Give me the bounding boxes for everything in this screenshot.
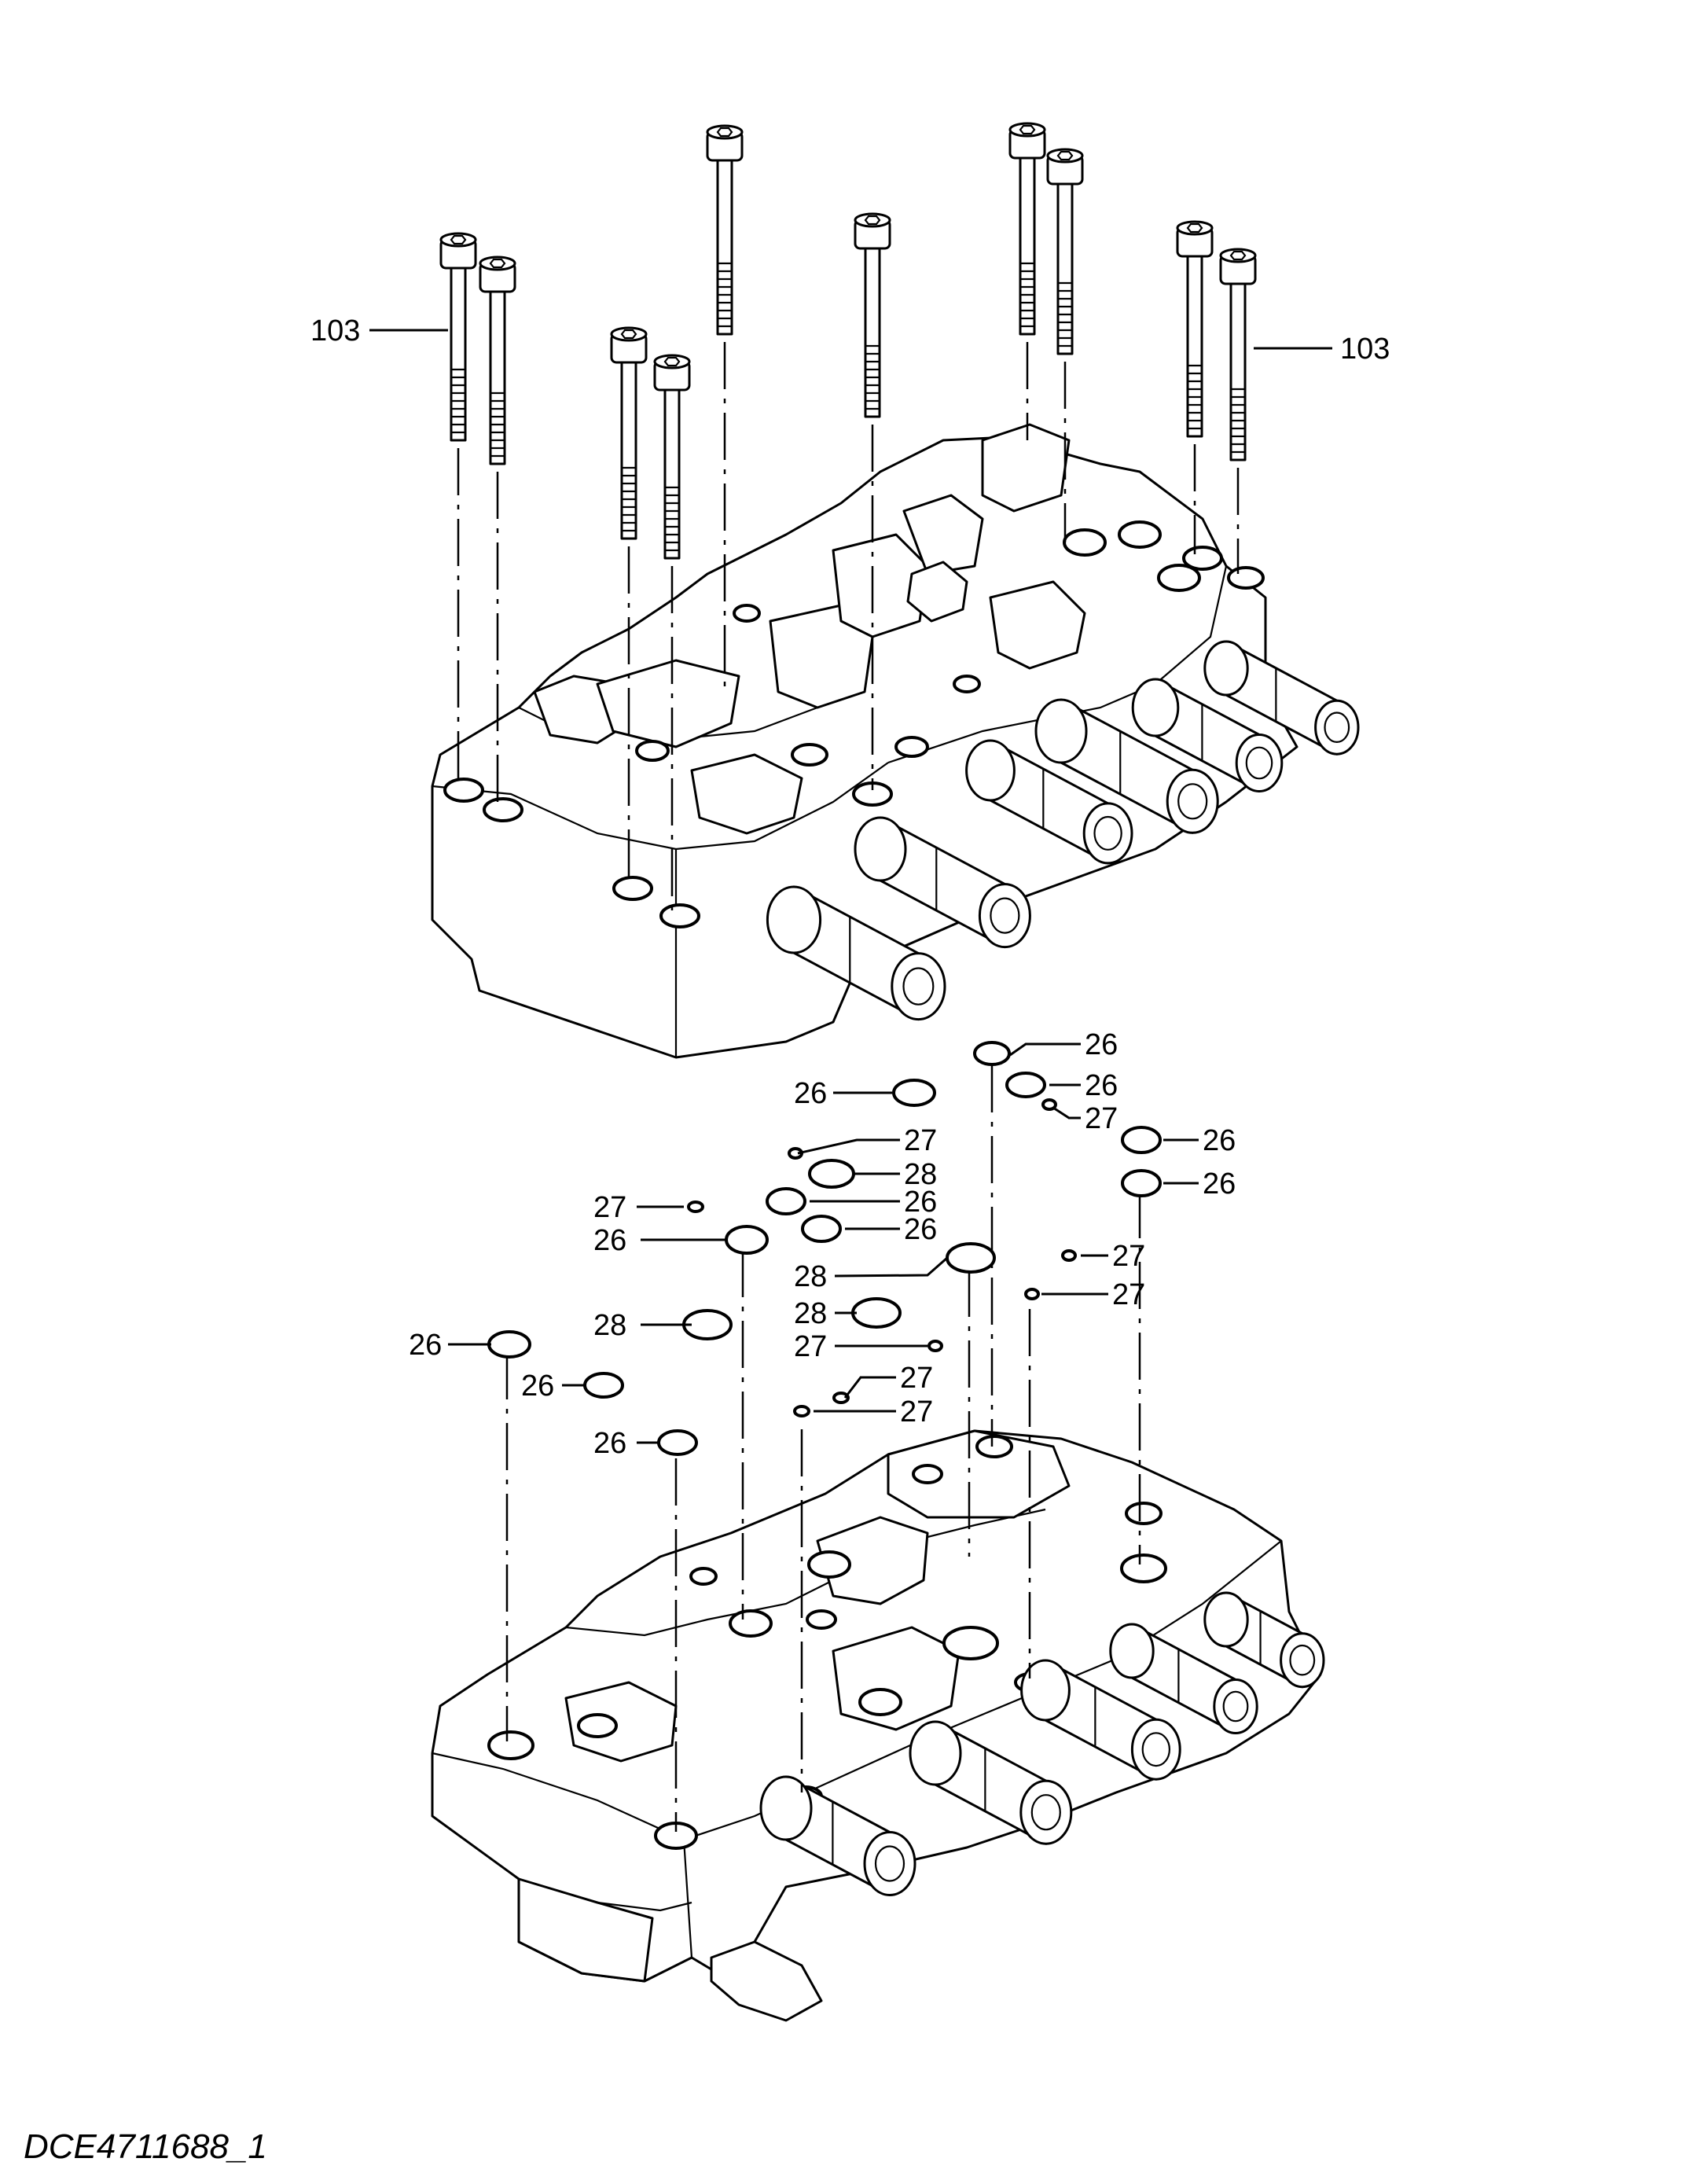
o-ring [801,1215,842,1243]
o-ring [487,1330,531,1359]
solenoid-cartridge [854,816,1031,949]
o-ring [1005,1072,1046,1098]
backup-ring [687,1200,704,1213]
callout-26: 26 [794,1077,827,1110]
solenoid-cartridge [766,885,946,1021]
socket-head-bolt [1176,220,1214,438]
o-ring-large [851,1297,902,1329]
callout-26: 26 [1203,1124,1236,1157]
callout-28: 28 [904,1158,937,1191]
backup-ring [1024,1288,1040,1300]
o-ring [1121,1169,1162,1197]
backup-ring [832,1392,850,1404]
solenoid-cartridge [1020,1659,1181,1781]
backup-ring [927,1340,943,1352]
assembly-axis-lines [457,342,1240,1832]
solenoid-cartridge [1203,640,1360,756]
callout-27: 27 [904,1124,937,1157]
callout-27: 27 [1112,1240,1145,1273]
lower-valve-block [431,1429,1325,2022]
socket-head-bolt [854,212,891,418]
callout-26: 26 [1085,1069,1118,1102]
o-ring [1121,1126,1162,1154]
backup-ring [1041,1098,1057,1111]
backup-ring [1061,1249,1077,1262]
solenoid-cartridge [1034,698,1219,834]
solenoid-cartridge [1109,1623,1258,1734]
callout-27: 27 [900,1395,933,1428]
callout-26: 26 [593,1427,626,1460]
callout-26: 26 [593,1224,626,1257]
solenoid-cartridge [965,739,1133,865]
o-ring [892,1079,936,1107]
o-ring [657,1429,698,1456]
socket-head-bolt [1219,248,1257,461]
socket-head-bolt [610,326,648,540]
o-ring [583,1372,624,1399]
drawing-number-caption: DCE4711688_1 [24,2127,267,2166]
callout-26: 26 [1203,1167,1236,1200]
socket-head-bolt [479,256,516,465]
solenoid-cartridge [909,1720,1073,1845]
callout-26: 26 [1085,1028,1118,1061]
socket-head-bolt [1008,122,1046,336]
o-ring [725,1225,769,1255]
socket-head-bolt [1046,148,1084,355]
socket-head-bolt [439,232,477,442]
callout-28: 28 [593,1309,626,1342]
callout-28: 28 [794,1297,827,1330]
o-ring [766,1187,806,1215]
callout-28: 28 [794,1260,827,1293]
o-ring-large [808,1159,855,1189]
solenoid-cartridge [759,1775,916,1896]
callout-27: 27 [593,1191,626,1224]
bolt-group [439,122,1257,560]
o-ring [973,1041,1011,1066]
callouts: 103 103 26 26 27 26 26 27 28 26 27 26 26… [310,314,1390,1460]
upper-valve-block [431,423,1360,1059]
solenoid-cartridge [1203,1591,1325,1689]
callout-103-right: 103 [1340,333,1390,366]
backup-ring [793,1405,810,1417]
callout-103-left: 103 [310,314,360,347]
callout-27: 27 [794,1330,827,1363]
socket-head-bolt [706,124,744,336]
callout-26: 26 [521,1370,554,1403]
socket-head-bolt [653,354,691,560]
callout-27: 27 [900,1362,933,1395]
o-ring-large [946,1242,996,1274]
callout-26: 26 [904,1213,937,1246]
callout-26: 26 [409,1329,442,1362]
callout-27: 27 [1085,1102,1118,1135]
solenoid-cartridge [1131,678,1284,792]
callout-27: 27 [1112,1278,1145,1311]
callout-26: 26 [904,1186,937,1219]
